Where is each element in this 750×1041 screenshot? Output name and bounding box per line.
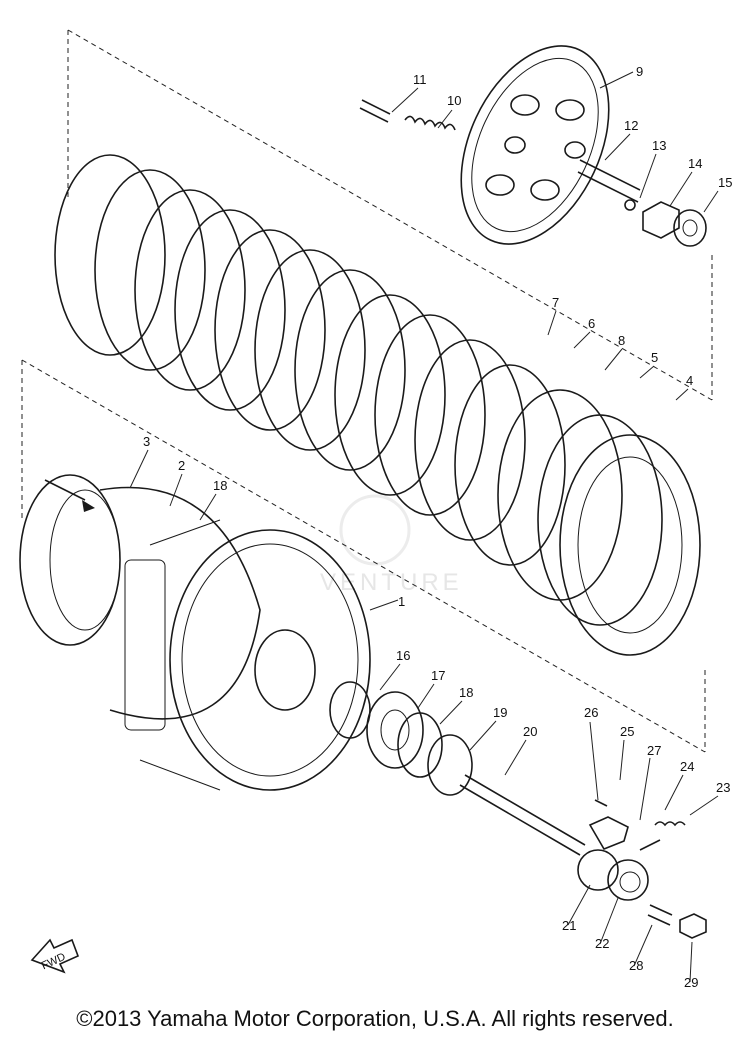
callout-12: 12 <box>624 118 638 133</box>
clutch-lever-assembly <box>577 799 707 939</box>
leader-line <box>604 348 623 371</box>
leader-line <box>689 941 693 983</box>
shaft-components <box>329 681 586 856</box>
callout-21: 21 <box>562 918 576 933</box>
nut-and-washer <box>642 201 707 247</box>
callout-19: 19 <box>493 705 507 720</box>
leader-line <box>604 133 631 161</box>
callout-11: 11 <box>413 72 427 87</box>
leader-line <box>689 795 719 816</box>
leader-line <box>573 331 591 349</box>
callout-20: 20 <box>523 724 537 739</box>
leader-line <box>199 493 217 521</box>
leader-line <box>664 774 684 811</box>
leader-line <box>437 109 453 129</box>
leader-line <box>599 71 634 89</box>
callout-23: 23 <box>716 780 730 795</box>
callout-24: 24 <box>680 759 694 774</box>
leader-lines <box>129 71 719 983</box>
callout-17: 17 <box>431 668 445 683</box>
callout-22: 22 <box>595 936 609 951</box>
callout-10: 10 <box>447 93 461 108</box>
callout-16: 16 <box>396 648 410 663</box>
callout-28: 28 <box>629 958 643 973</box>
leader-line <box>391 87 419 113</box>
leader-line <box>504 739 527 776</box>
clutch-boss <box>19 474 261 720</box>
leader-line <box>169 473 183 507</box>
callout-2: 2 <box>178 458 185 473</box>
callout-27: 27 <box>647 743 661 758</box>
leader-line <box>599 897 619 945</box>
callout-1: 1 <box>398 594 405 609</box>
callout-3: 3 <box>143 434 150 449</box>
push-rod-assembly <box>359 99 641 211</box>
callout-6: 6 <box>588 316 595 331</box>
pressure-plate <box>460 45 610 245</box>
leader-line <box>439 700 463 725</box>
clutch-plate-stack <box>54 154 701 656</box>
leader-line <box>675 388 689 401</box>
leader-line <box>703 190 719 213</box>
copyright-notice: ©2013 Yamaha Motor Corporation, U.S.A. A… <box>76 1006 674 1031</box>
callout-18a: 18 <box>213 478 227 493</box>
leader-line <box>619 739 625 781</box>
callout-26: 26 <box>584 705 598 720</box>
clutch-housing <box>124 519 371 791</box>
callout-15: 15 <box>718 175 732 190</box>
leader-line <box>369 599 399 611</box>
alignment-lines <box>21 29 713 753</box>
leader-line <box>547 310 557 336</box>
leader-line <box>567 884 591 926</box>
leader-line <box>669 171 693 207</box>
leader-line <box>633 924 653 967</box>
callout-8: 8 <box>618 333 625 348</box>
callout-numbers: 11 10 9 12 13 14 15 7 6 8 5 4 3 2 18 1 1… <box>143 64 732 990</box>
callout-9: 9 <box>636 64 643 79</box>
watermark-logo: VENTURE <box>320 494 463 596</box>
leader-line <box>639 365 655 379</box>
callout-18b: 18 <box>459 685 473 700</box>
callout-25: 25 <box>620 724 634 739</box>
callout-7: 7 <box>552 295 559 310</box>
callout-29: 29 <box>684 975 698 990</box>
callout-5: 5 <box>651 350 658 365</box>
leader-line <box>469 720 497 751</box>
leader-line <box>417 683 435 709</box>
leader-line <box>129 449 149 489</box>
forward-direction-arrow: FWD <box>30 938 80 974</box>
callout-14: 14 <box>688 156 702 171</box>
leader-line <box>639 153 657 199</box>
callout-13: 13 <box>652 138 666 153</box>
callout-4: 4 <box>686 373 693 388</box>
leader-line <box>379 663 401 691</box>
watermark-text: VENTURE <box>320 569 463 596</box>
leader-line <box>639 757 651 821</box>
leader-line <box>589 721 599 801</box>
